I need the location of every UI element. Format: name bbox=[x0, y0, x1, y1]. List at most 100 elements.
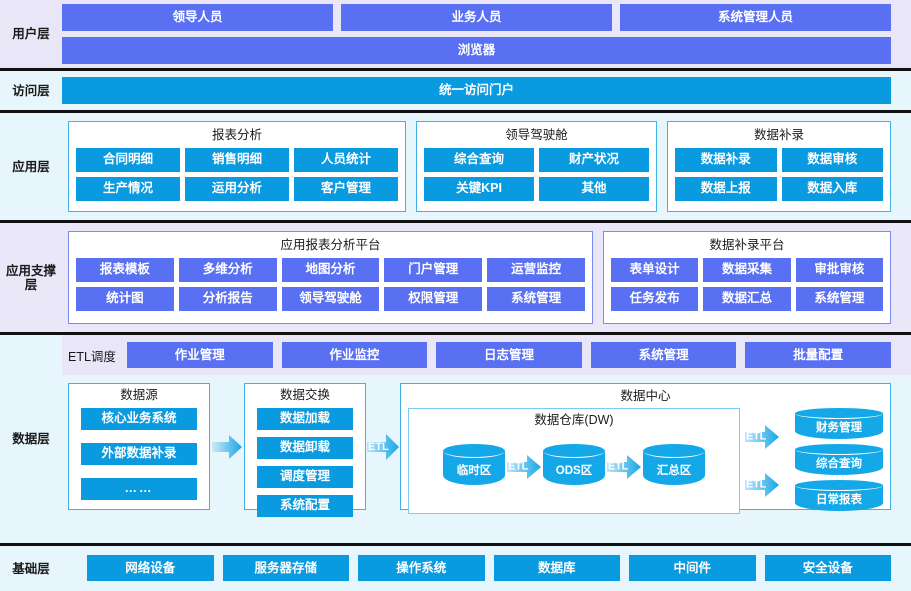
support-item-statistical-chart[interactable]: 统计图 bbox=[76, 286, 174, 311]
exchange-item-data-load[interactable]: 数据加载 bbox=[257, 407, 353, 430]
data-source-items: 核心业务系统 外部数据补录 …… bbox=[69, 407, 209, 508]
etl-arrow-label: ETL bbox=[746, 430, 767, 442]
etl-arrow-label: ETL bbox=[368, 440, 389, 453]
support-item-permission-mgmt[interactable]: 权限管理 bbox=[384, 286, 483, 311]
data-warehouse-zones: 临时区 bbox=[409, 428, 739, 513]
etl-schedule-strip: ETL调度 作业管理 作业监控 日志管理 系统管理 批量配置 bbox=[68, 341, 891, 369]
layer-support-body: 应用报表分析平台 报表模板 多维分析 地图分析 门户管理 运营监控 统计图 分析… bbox=[62, 223, 911, 332]
app-item-data-audit[interactable]: 数据审核 bbox=[781, 147, 883, 172]
support-item-analysis-report[interactable]: 分析报告 bbox=[178, 286, 277, 311]
etl-item-log-mgmt[interactable]: 日志管理 bbox=[436, 342, 582, 368]
data-center-title: 数据中心 bbox=[620, 389, 671, 403]
exchange-item-data-unload[interactable]: 数据卸载 bbox=[257, 436, 353, 459]
app-item-operation-analysis[interactable]: 运用分析 bbox=[185, 176, 289, 201]
support-group-title: 数据补录平台 bbox=[709, 238, 785, 252]
layer-access-body: 统一访问门户 bbox=[62, 71, 911, 110]
cylinder-ods-zone[interactable]: ODS区 bbox=[543, 444, 605, 490]
support-item-data-summary[interactable]: 数据汇总 bbox=[703, 286, 791, 311]
app-item-comprehensive-query[interactable]: 综合查询 bbox=[424, 147, 534, 172]
etl-arrow-out-top: ETL bbox=[745, 420, 779, 454]
layer-data-body: ETL调度 作业管理 作业监控 日志管理 系统管理 批量配置 数据源 核心业务系… bbox=[62, 335, 911, 543]
cylinder-label: 汇总区 bbox=[656, 465, 692, 478]
app-item-other[interactable]: 其他 bbox=[539, 176, 649, 201]
app-item-data-warehouse-in[interactable]: 数据入库 bbox=[781, 176, 883, 201]
infra-item-os[interactable]: 操作系统 bbox=[358, 555, 485, 581]
cylinder-daily-report[interactable]: 日常报表 bbox=[795, 479, 883, 514]
etl-item-job-monitor[interactable]: 作业监控 bbox=[281, 342, 428, 368]
data-center-inner: 数据仓库(DW) 临时区 bbox=[401, 407, 890, 522]
cylinder-comprehensive-query[interactable]: 综合查询 bbox=[795, 443, 883, 478]
etl-item-batch-config[interactable]: 批量配置 bbox=[745, 342, 891, 368]
support-group-entry-platform: 数据补录平台 表单设计 数据采集 审批审核 任务发布 数据汇总 系统管理 bbox=[603, 231, 891, 324]
infra-item-network-device[interactable]: 网络设备 bbox=[87, 555, 214, 581]
cylinder-staging-zone[interactable]: 临时区 bbox=[443, 444, 505, 490]
data-source-panel: 数据源 核心业务系统 外部数据补录 …… bbox=[68, 383, 210, 510]
app-item-property-status[interactable]: 财产状况 bbox=[539, 147, 649, 172]
data-exchange-items: 数据加载 数据卸载 调度管理 系统配置 bbox=[245, 407, 365, 525]
exchange-item-schedule-mgmt[interactable]: 调度管理 bbox=[257, 465, 353, 488]
cylinder-label: 日常报表 bbox=[816, 493, 862, 506]
browser-bar[interactable]: 浏览器 bbox=[62, 37, 891, 64]
cylinder-summary-zone[interactable]: 汇总区 bbox=[643, 444, 705, 490]
support-item-portal-mgmt[interactable]: 门户管理 bbox=[384, 257, 483, 282]
support-item-data-collection[interactable]: 数据采集 bbox=[703, 257, 791, 282]
support-item-map-analysis[interactable]: 地图分析 bbox=[281, 257, 380, 282]
app-item-data-entry[interactable]: 数据补录 bbox=[675, 147, 777, 172]
app-group-data-entry: 数据补录 数据补录 数据审核 数据上报 数据入库 bbox=[667, 121, 891, 212]
layer-data-label: 数据层 bbox=[12, 432, 50, 446]
separator-app-support bbox=[0, 220, 911, 223]
separator-support-data bbox=[0, 332, 911, 335]
app-item-personnel-stats[interactable]: 人员统计 bbox=[294, 147, 398, 172]
app-item-customer-mgmt[interactable]: 客户管理 bbox=[294, 176, 398, 201]
user-role-business[interactable]: 业务人员 bbox=[341, 4, 612, 31]
exchange-item-system-config[interactable]: 系统配置 bbox=[257, 494, 353, 517]
flow-arrow-source-to-exchange bbox=[210, 383, 244, 510]
source-item-ellipsis[interactable]: …… bbox=[81, 477, 197, 500]
layer-infra-body: 网络设备 服务器存储 操作系统 数据库 中间件 安全设备 bbox=[62, 546, 911, 591]
app-item-production-status[interactable]: 生产情况 bbox=[76, 176, 180, 201]
browser-row: 浏览器 bbox=[62, 37, 891, 64]
etl-arrow-out-bottom: ETL bbox=[745, 468, 779, 502]
data-warehouse-panel: 数据仓库(DW) 临时区 bbox=[408, 407, 740, 514]
flow-arrow-exchange-to-center: ETL bbox=[366, 383, 400, 510]
layer-data: 数据层 ETL调度 作业管理 作业监控 日志管理 系统管理 批量配置 数据源 bbox=[0, 335, 911, 543]
cylinder-label: 综合查询 bbox=[816, 457, 862, 470]
support-item-form-design[interactable]: 表单设计 bbox=[611, 257, 699, 282]
etl-item-system-mgmt[interactable]: 系统管理 bbox=[590, 342, 737, 368]
etl-schedule-band: ETL调度 作业管理 作业监控 日志管理 系统管理 批量配置 bbox=[62, 335, 911, 375]
etl-arrow-label: ETL bbox=[508, 460, 529, 473]
separator-access-app bbox=[0, 110, 911, 113]
user-role-leader[interactable]: 领导人员 bbox=[62, 4, 333, 31]
source-item-core-business[interactable]: 核心业务系统 bbox=[81, 407, 197, 430]
support-item-report-template[interactable]: 报表模板 bbox=[76, 257, 174, 282]
infra-item-security-device[interactable]: 安全设备 bbox=[764, 555, 891, 581]
app-group-report-analysis: 报表分析 合同明细 销售明细 人员统计 生产情况 运用分析 客户管理 bbox=[68, 121, 406, 212]
support-item-approval-audit[interactable]: 审批审核 bbox=[795, 257, 883, 282]
app-item-sales-detail[interactable]: 销售明细 bbox=[185, 147, 289, 172]
unified-portal-bar[interactable]: 统一访问门户 bbox=[62, 77, 891, 104]
support-item-leader-cockpit[interactable]: 领导驾驶舱 bbox=[281, 286, 380, 311]
user-role-sysadmin[interactable]: 系统管理人员 bbox=[620, 4, 891, 31]
app-group-title: 数据补录 bbox=[753, 128, 804, 142]
infra-item-server-storage[interactable]: 服务器存储 bbox=[222, 555, 349, 581]
support-item-task-publish[interactable]: 任务发布 bbox=[611, 286, 699, 311]
source-item-external-entry[interactable]: 外部数据补录 bbox=[81, 442, 197, 465]
cylinder-label: ODS区 bbox=[555, 465, 593, 478]
support-item-operation-monitor[interactable]: 运营监控 bbox=[487, 257, 585, 282]
app-item-data-report[interactable]: 数据上报 bbox=[675, 176, 777, 201]
app-group-title: 报表分析 bbox=[211, 128, 262, 142]
support-item-system-mgmt[interactable]: 系统管理 bbox=[487, 286, 585, 311]
support-item-system-mgmt2[interactable]: 系统管理 bbox=[795, 286, 883, 311]
support-item-multidim-analysis[interactable]: 多维分析 bbox=[178, 257, 277, 282]
app-item-contract-detail[interactable]: 合同明细 bbox=[76, 147, 180, 172]
app-item-key-kpi[interactable]: 关键KPI bbox=[424, 176, 534, 201]
infra-item-middleware[interactable]: 中间件 bbox=[629, 555, 756, 581]
layer-app-label: 应用层 bbox=[12, 159, 50, 174]
cylinder-finance-mgmt[interactable]: 财务管理 bbox=[795, 407, 883, 442]
data-exchange-title: 数据交换 bbox=[279, 388, 330, 402]
etl-item-job-mgmt[interactable]: 作业管理 bbox=[126, 342, 273, 368]
data-source-title: 数据源 bbox=[120, 388, 158, 402]
infra-item-database[interactable]: 数据库 bbox=[493, 555, 620, 581]
cylinder-top bbox=[443, 444, 505, 459]
